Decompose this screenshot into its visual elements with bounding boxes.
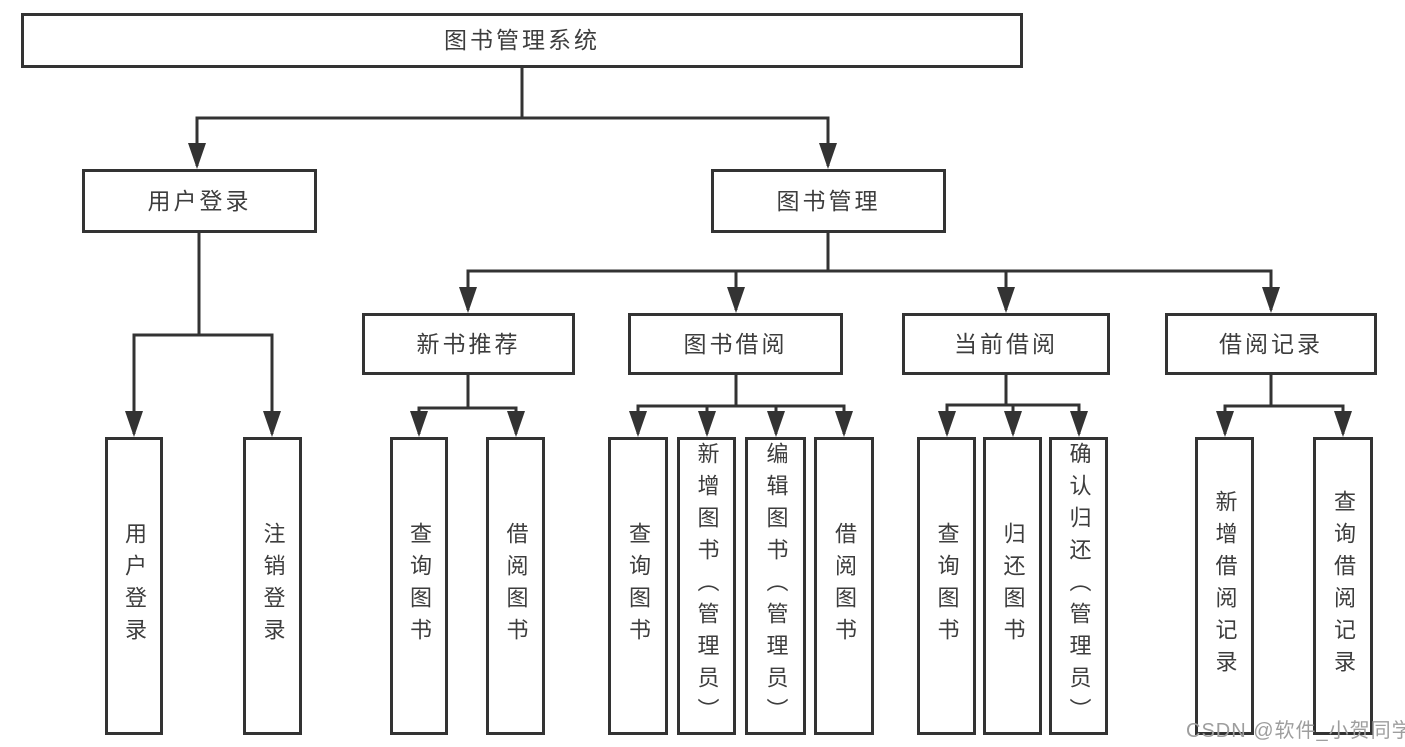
- connector-book-management-to-level3: [459, 233, 1280, 313]
- leaf-nb-query-books: 查询图书: [390, 437, 448, 735]
- connector-current-borrowing-to-leaves: [938, 375, 1088, 437]
- leaf-bb-query-books: 查询图书: [608, 437, 668, 735]
- leaf-cb-return-books-label: 归还图书: [1000, 522, 1026, 650]
- leaf-br-add-record: 新增借阅记录: [1195, 437, 1254, 735]
- leaf-nb-borrow-books: 借阅图书: [486, 437, 545, 735]
- connector-new-book-recommend-to-leaves: [410, 375, 525, 437]
- node-book-borrowing: 图书借阅: [628, 313, 843, 375]
- node-book-management-label: 图书管理: [776, 187, 881, 214]
- leaf-bb-borrow-books-label: 借阅图书: [832, 522, 857, 650]
- leaf-cb-query-books: 查询图书: [917, 437, 976, 735]
- leaf-cb-return-books: 归还图书: [983, 437, 1042, 735]
- watermark: CSDN @软件_小贺同学: [1186, 720, 1405, 742]
- leaf-bb-edit-books-admin-label: 编辑图书（管理员）: [763, 442, 789, 730]
- node-user-login-label: 用户登录: [147, 187, 252, 214]
- node-user-login: 用户登录: [82, 169, 317, 233]
- leaf-nb-query-books-label: 查询图书: [407, 522, 432, 650]
- node-book-management: 图书管理: [711, 169, 946, 233]
- leaf-cb-confirm-return-admin: 确认归还（管理员）: [1049, 437, 1108, 735]
- leaf-cb-query-books-label: 查询图书: [934, 522, 960, 650]
- leaf-user-login-label: 用户登录: [122, 522, 147, 650]
- connector-book-borrowing-to-leaves: [629, 375, 853, 437]
- node-root: 图书管理系统: [21, 13, 1023, 68]
- leaf-br-query-record-label: 查询借阅记录: [1331, 490, 1356, 682]
- node-root-label: 图书管理系统: [444, 27, 600, 53]
- leaf-bb-borrow-books: 借阅图书: [814, 437, 874, 735]
- leaf-bb-edit-books-admin: 编辑图书（管理员）: [745, 437, 806, 735]
- node-new-book-recommend-label: 新书推荐: [416, 330, 521, 357]
- leaf-bb-add-books-admin: 新增图书（管理员）: [677, 437, 736, 735]
- leaf-nb-borrow-books-label: 借阅图书: [503, 522, 529, 650]
- leaf-logout-label: 注销登录: [260, 522, 286, 650]
- node-current-borrowing: 当前借阅: [902, 313, 1110, 375]
- leaf-user-login: 用户登录: [105, 437, 163, 735]
- leaf-bb-query-books-label: 查询图书: [626, 522, 651, 650]
- node-borrowing-records-label: 借阅记录: [1219, 330, 1323, 357]
- node-current-borrowing-label: 当前借阅: [954, 330, 1058, 357]
- leaf-br-query-record: 查询借阅记录: [1313, 437, 1373, 735]
- node-borrowing-records: 借阅记录: [1165, 313, 1377, 375]
- connector-borrowing-records-to-leaves: [1216, 375, 1352, 437]
- node-new-book-recommend: 新书推荐: [362, 313, 575, 375]
- leaf-bb-add-books-admin-label: 新增图书（管理员）: [694, 442, 720, 730]
- leaf-logout: 注销登录: [243, 437, 302, 735]
- connector-user-login-to-leaves: [125, 233, 281, 437]
- leaf-br-add-record-label: 新增借阅记录: [1212, 490, 1238, 682]
- connector-root-to-level2: [188, 68, 837, 169]
- node-book-borrowing-label: 图书借阅: [683, 330, 788, 357]
- leaf-cb-confirm-return-admin-label: 确认归还（管理员）: [1066, 442, 1092, 730]
